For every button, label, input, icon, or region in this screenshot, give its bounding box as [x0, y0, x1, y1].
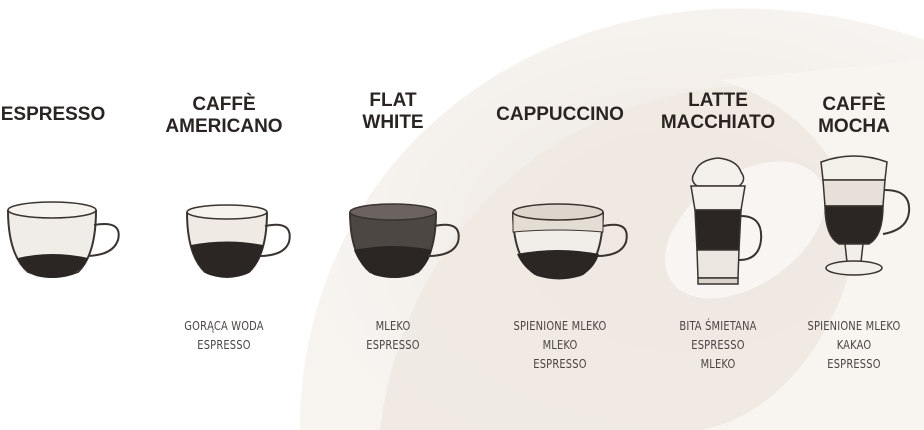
ingredient-label: MLEKO [375, 318, 411, 333]
ingredient-label: ESPRESSO [827, 356, 881, 371]
drink-latte-macchiato: LATTE MACCHIATO BITA ŚMIETANA ESPRESSO M… [643, 0, 793, 430]
title-line: LATTE [688, 90, 748, 111]
ingredient-label: ESPRESSO [533, 356, 587, 371]
americano-cup-icon [186, 204, 291, 278]
flat-white-cup-icon [349, 203, 460, 278]
ingredient-label: MLEKO [700, 356, 736, 371]
ingredient-list: MLEKO ESPRESSO [327, 316, 459, 354]
title-line: MACCHIATO [660, 112, 776, 133]
ingredient-label: GORĄCA WODA [184, 318, 264, 333]
cappuccino-cup-icon [512, 203, 628, 280]
drink-title: CAFFÈ MOCHA [779, 94, 924, 138]
drink-title: FLAT WHITE [318, 90, 468, 134]
title-line: ESPRESSO [0, 104, 106, 125]
title-line: CAFFÈ [192, 94, 256, 115]
ingredient-list: GORĄCA WODA ESPRESSO [158, 316, 290, 354]
ingredient-label: ESPRESSO [691, 337, 745, 352]
drink-espresso: ESPRESSO [0, 0, 128, 430]
ingredient-list: SPIENIONE MLEKO MLEKO ESPRESSO [494, 316, 626, 373]
ingredient-label: SPIENIONE MLEKO [513, 318, 607, 333]
latte-macchiato-glass-icon [690, 157, 763, 285]
drink-caffe-americano: CAFFÈ AMERICANO GORĄCA WODA ESPRESSO [149, 0, 299, 430]
title-line: CAPPUCCINO [496, 104, 624, 125]
ingredient-label: KAKAO [836, 337, 872, 352]
drink-title: CAFFÈ AMERICANO [149, 94, 299, 138]
ingredient-label: ESPRESSO [366, 337, 420, 352]
title-line: WHITE [362, 112, 424, 133]
drink-title: CAPPUCCINO [485, 104, 635, 126]
ingredient-label: MLEKO [542, 337, 578, 352]
title-line: CAFFÈ [822, 94, 886, 115]
ingredient-label: SPIENIONE MLEKO [807, 318, 901, 333]
title-line: AMERICANO [165, 116, 283, 137]
drink-title: ESPRESSO [0, 104, 128, 126]
drink-cappuccino: CAPPUCCINO SPIENIONE MLEKO MLEKO ESPRESS… [485, 0, 635, 430]
drink-flat-white: FLAT WHITE MLEKO ESPRESSO [318, 0, 468, 430]
caffe-mocha-glass-icon [820, 155, 911, 276]
drink-title: LATTE MACCHIATO [643, 90, 793, 134]
ingredient-label: BITA ŚMIETANA [679, 318, 757, 333]
ingredient-list: BITA ŚMIETANA ESPRESSO MLEKO [652, 316, 784, 373]
ingredient-list: SPIENIONE MLEKO KAKAO ESPRESSO [788, 316, 920, 373]
title-line: FLAT [369, 90, 417, 111]
ingredient-label: ESPRESSO [197, 337, 251, 352]
espresso-cup-icon [7, 201, 120, 278]
drink-caffe-mocha: CAFFÈ MOCHA SPIENIONE MLEKO KAKAO ESPRES… [779, 0, 924, 430]
title-line: MOCHA [818, 116, 890, 137]
